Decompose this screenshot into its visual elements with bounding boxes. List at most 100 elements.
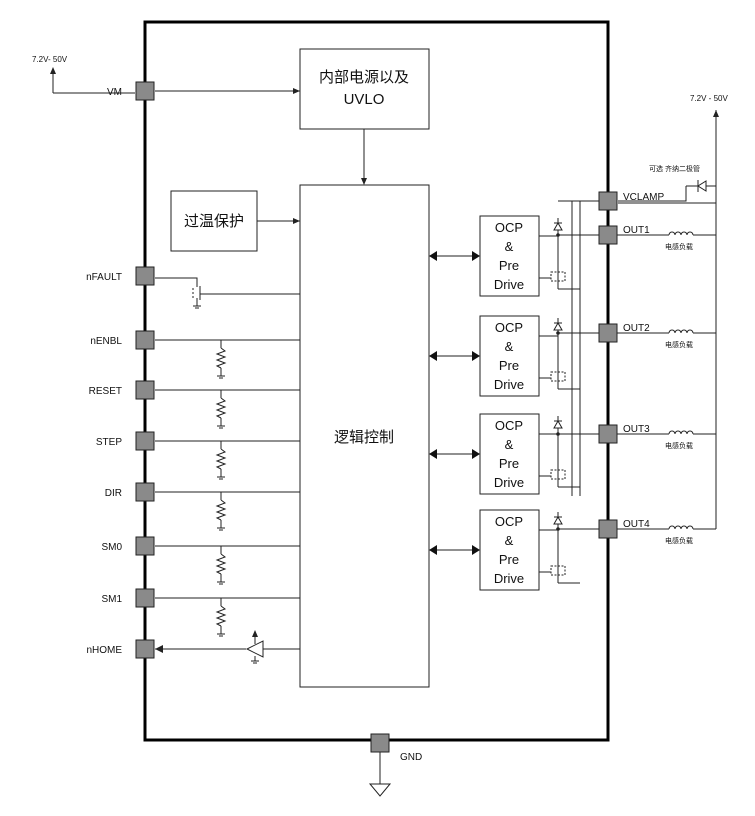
pin-vclamp [598, 191, 618, 211]
ocp-label: Pre [499, 552, 519, 567]
pulldown-resistor [215, 553, 227, 575]
pin-label: STEP [96, 437, 122, 448]
lowside-fet-icon [550, 565, 566, 576]
nfault-transistor [155, 277, 300, 309]
power-uvlo-block: 内部电源以及 UVLO [299, 48, 430, 185]
pin-square [135, 380, 155, 400]
thermal-protection-block: 过温保护 [170, 190, 300, 252]
pulldown-resistor [215, 448, 227, 470]
pin-square [135, 431, 155, 451]
pin-sm1: SM1 [101, 588, 155, 608]
diode-symbol [553, 221, 563, 231]
ocp-label: Drive [494, 571, 524, 586]
ocp-label: OCP [495, 220, 523, 235]
pin-square [135, 81, 155, 101]
lowside-fet-icon [550, 271, 566, 282]
ocp-label: Drive [494, 475, 524, 490]
input-signal-lines [155, 339, 300, 637]
pin-label: OUT4 [623, 519, 650, 530]
pin-sm0: SM0 [101, 536, 155, 556]
ocp-label: OCP [495, 514, 523, 529]
nhome-buffer [155, 630, 300, 664]
pin-label: nENBL [90, 336, 122, 347]
logic-control-block: 逻辑控制 [299, 184, 430, 688]
pin-nenbl: nENBL [90, 330, 155, 350]
load-label: 电感负载 [665, 441, 693, 450]
pin-reset: RESET [89, 380, 155, 400]
diode-symbol [553, 419, 563, 429]
ocp-label: Drive [494, 377, 524, 392]
ocp-label: & [505, 239, 514, 254]
inductor-icon [668, 430, 694, 435]
vclamp-pin-label: VCLAMP [623, 192, 664, 203]
gnd-label: GND [400, 752, 422, 763]
vm-supply: 7.2V- 50V [32, 55, 300, 94]
pin-label: OUT3 [623, 424, 650, 435]
pin-square [135, 482, 155, 502]
pin-label: nHOME [86, 645, 122, 656]
logic-block-label: 逻辑控制 [334, 429, 394, 446]
ocp-label: & [505, 437, 514, 452]
pin-label: SM1 [101, 594, 122, 605]
inductor-icon [668, 525, 694, 530]
ocp-label: & [505, 533, 514, 548]
pin-label: RESET [89, 386, 122, 397]
inductor-icon [668, 329, 694, 334]
pin-square [135, 266, 155, 286]
ocp-label: Pre [499, 456, 519, 471]
supply-voltage-right: 7.2V - 50V [690, 94, 728, 103]
pin-label: OUT1 [623, 225, 650, 236]
vclamp-network: 7.2V - 50V 可选 齐纳二极管 VCLAMP [618, 94, 728, 529]
ocp-predrive-group: OCP&PreDriveOCP&PreDriveOCP&PreDriveOCP&… [429, 200, 599, 591]
zener-label: 可选 齐纳二极管 [649, 164, 700, 173]
power-block-line2: UVLO [344, 91, 385, 108]
pin-label: nFAULT [86, 272, 122, 283]
pin-label: SM0 [101, 542, 122, 553]
thermal-block-label: 过温保护 [184, 213, 244, 230]
power-block-line1: 内部电源以及 [319, 69, 409, 86]
pin-square [135, 330, 155, 350]
ocp-label: Pre [499, 358, 519, 373]
gnd-pin: GND [368, 733, 422, 797]
pin-square [135, 536, 155, 556]
pin-step: STEP [96, 431, 155, 451]
right-pin-group: OUT1 电感负载 OUT2 电感负载 OUT3 电感负载 OUT4 电感负载 [598, 191, 716, 545]
inductor-icon [668, 231, 694, 236]
diode-symbol [553, 515, 563, 525]
pin-out4: OUT4 电感负载 [598, 519, 716, 545]
pulldown-resistor [215, 499, 227, 521]
pin-label: DIR [105, 488, 122, 499]
pulldown-resistor [215, 347, 227, 369]
pin-square [135, 588, 155, 608]
ocp-label: OCP [495, 320, 523, 335]
ocp-label: Pre [499, 258, 519, 273]
load-label: 电感负载 [665, 242, 693, 251]
pin-nhome: nHOME [86, 639, 155, 659]
pin-label: OUT2 [623, 323, 650, 334]
ocp-label: Drive [494, 277, 524, 292]
pulldown-resistor [215, 397, 227, 419]
pin-dir: DIR [105, 482, 155, 502]
lowside-fet-icon [550, 469, 566, 480]
pulldown-resistor [215, 605, 227, 627]
supply-voltage-left: 7.2V- 50V [32, 55, 68, 64]
pin-nfault: nFAULT [86, 266, 155, 286]
load-label: 电感负载 [665, 536, 693, 545]
load-label: 电感负载 [665, 340, 693, 349]
lowside-fet-icon [550, 371, 566, 382]
pin-out2: OUT2 电感负载 [598, 323, 716, 349]
pin-out1: OUT1 电感负载 [598, 225, 716, 251]
ocp-label: & [505, 339, 514, 354]
pin-vm: VM [107, 81, 155, 101]
ocp-label: OCP [495, 418, 523, 433]
diode-symbol [553, 321, 563, 331]
pin-square [135, 639, 155, 659]
pin-label: VM [107, 87, 122, 98]
pin-out3: OUT3 电感负载 [598, 424, 716, 450]
